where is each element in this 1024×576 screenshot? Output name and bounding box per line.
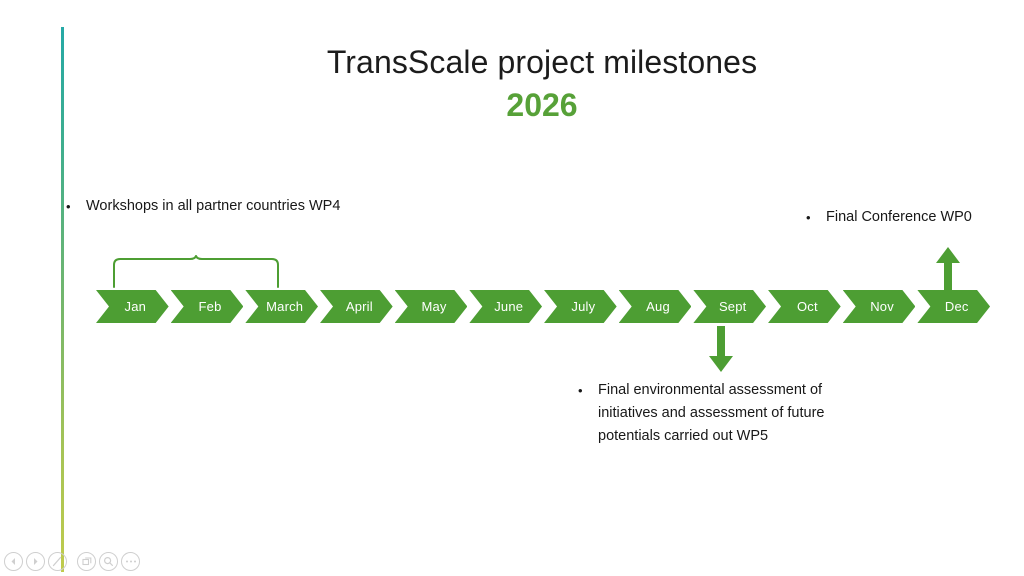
all-slides-icon[interactable]: [77, 552, 96, 571]
timeline-month-march[interactable]: March: [245, 290, 318, 323]
timeline-month-label: July: [571, 299, 596, 314]
timeline-month-sept[interactable]: Sept: [693, 290, 766, 323]
pen-annotate-icon[interactable]: [48, 552, 67, 571]
title-year-text: 2026: [506, 87, 578, 123]
next-slide-icon[interactable]: [26, 552, 45, 571]
page-title: TransScale project milestones 2026: [112, 40, 972, 126]
timeline-month-label: Feb: [198, 299, 222, 314]
timeline-month-label: June: [494, 299, 524, 314]
timeline-month-label: Nov: [870, 299, 894, 314]
bullet-icon: •: [806, 210, 811, 225]
timeline-month-june[interactable]: June: [469, 290, 542, 323]
timeline-month-label: Sept: [718, 299, 747, 314]
timeline-month-feb[interactable]: Feb: [171, 290, 244, 323]
callout-workshops-text: Workshops in all partner countries WP4: [86, 198, 341, 214]
title-main-text: TransScale project milestones: [326, 44, 758, 80]
timeline-month-label: May: [421, 299, 447, 314]
arrow-down-icon: [706, 326, 736, 374]
timeline-month-label: Jan: [124, 299, 147, 314]
timeline-month-aug[interactable]: Aug: [619, 290, 692, 323]
timeline-months: Jan Feb March April May June July Aug Se…: [96, 290, 990, 323]
timeline-month-oct[interactable]: Oct: [768, 290, 841, 323]
more-options-icon[interactable]: [121, 552, 140, 571]
timeline-month-nov[interactable]: Nov: [843, 290, 916, 323]
presentation-toolbar[interactable]: [4, 552, 140, 571]
slide-accent-bar: [61, 27, 64, 572]
timeline-month-may[interactable]: May: [395, 290, 468, 323]
callout-assessment-text: Final environmental assessment of initia…: [598, 382, 825, 444]
timeline-month-label: Dec: [944, 299, 969, 314]
timeline-month-july[interactable]: July: [544, 290, 617, 323]
callout-workshops: • Workshops in all partner countries WP4: [66, 195, 466, 218]
timeline-month-label: April: [345, 299, 373, 314]
timeline-month-jan[interactable]: Jan: [96, 290, 169, 323]
timeline-month-label: March: [266, 299, 304, 314]
zoom-icon[interactable]: [99, 552, 118, 571]
arrow-up-icon: [933, 245, 963, 293]
callout-final-conference: • Final Conference WP0: [806, 206, 1024, 229]
brace-jan-march: [110, 255, 282, 288]
timeline-month-label: Oct: [796, 299, 818, 314]
timeline-month-label: Aug: [646, 299, 670, 314]
bullet-icon: •: [66, 199, 71, 214]
callout-assessment: • Final environmental assessment of init…: [578, 379, 908, 448]
previous-slide-icon[interactable]: [4, 552, 23, 571]
callout-final-conference-text: Final Conference WP0: [826, 209, 972, 225]
timeline-month-dec[interactable]: Dec: [917, 290, 990, 323]
bullet-icon: •: [578, 383, 583, 398]
timeline-month-april[interactable]: April: [320, 290, 393, 323]
